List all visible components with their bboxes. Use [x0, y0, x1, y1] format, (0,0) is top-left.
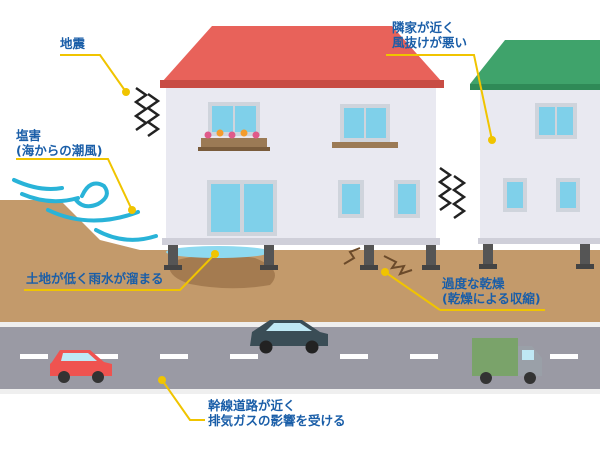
road-edge-bottom: [0, 389, 600, 394]
label-neighbor-ventilation: 隣家が近く 風抜けが悪い: [392, 20, 467, 50]
label-text: 隣家が近く: [392, 20, 455, 35]
foundation-posts: [168, 245, 436, 267]
label-text: 土地が低く雨水が溜まる: [26, 271, 164, 286]
crack-icon: [343, 247, 361, 265]
leader-lines: [16, 54, 545, 421]
label-text: 風抜けが悪い: [392, 35, 468, 50]
soil-ground: [0, 200, 600, 325]
label-text: 地震: [60, 36, 86, 51]
neighbor-house: [470, 40, 600, 269]
label-text: (海からの潮風): [16, 143, 103, 158]
flower-box: [201, 138, 267, 148]
crack-icon: [383, 255, 413, 276]
zigzag-vibration-icon: [145, 92, 161, 138]
zigzag-vibration-icon: [133, 86, 149, 132]
label-text: 幹線道路が近く: [208, 398, 296, 413]
main-house: [160, 26, 444, 270]
label-text: 排気ガスの影響を受ける: [208, 413, 346, 428]
leader-dots: [122, 88, 496, 384]
label-text: 過度な乾燥: [442, 276, 505, 291]
dark-car: [250, 320, 328, 354]
road-lane-markings: [20, 354, 578, 359]
label-excessive-drying: 過度な乾燥 (乾燥による収縮): [442, 276, 541, 306]
label-text: (乾燥による収縮): [442, 291, 541, 306]
wind-swirl-icon: [12, 178, 158, 242]
neighbor-roof: [470, 40, 600, 84]
label-rainwater: 土地が低く雨水が溜まる: [26, 271, 164, 286]
label-salt-damage: 塩害 (海からの潮風): [16, 128, 102, 158]
flowers: [204, 129, 260, 139]
label-text: 塩害: [16, 128, 42, 143]
zigzag-vibration-icon: [451, 174, 467, 220]
truck: [472, 338, 542, 384]
label-exhaust-gas: 幹線道路が近く 排気ガスの影響を受ける: [208, 398, 346, 428]
zigzag-vibration-icon: [437, 166, 453, 212]
soil-dark-patch: [169, 254, 275, 289]
label-earthquake: 地震: [60, 36, 85, 51]
red-car: [50, 350, 112, 383]
main-roof: [162, 26, 442, 82]
